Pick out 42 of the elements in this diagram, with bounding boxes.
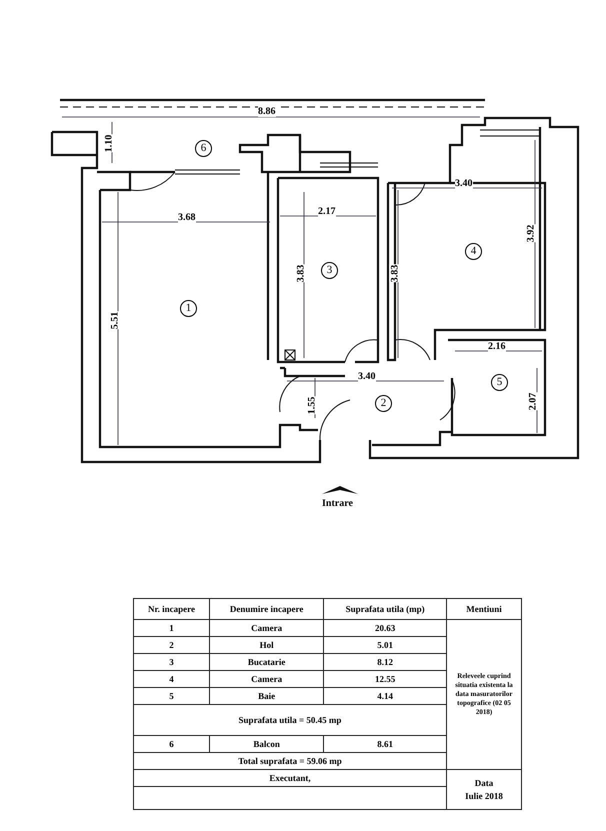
table-cell: 3: [134, 654, 210, 670]
table-cell: 20.63: [324, 620, 446, 636]
column-header: Denumire incapere: [209, 598, 324, 620]
dimension-text: 3.92: [525, 224, 536, 242]
entrance-label: Intrare: [322, 498, 353, 509]
dimension-text: 2.16: [488, 341, 506, 352]
dimension-text: 2.17: [318, 206, 336, 217]
table-cell: 2: [134, 636, 210, 654]
total-cell: Total suprafata = 59.06 mp: [134, 752, 446, 770]
dimension-text: 3.40: [358, 371, 376, 382]
table-cell: Bucatarie: [209, 654, 324, 670]
column-header: Nr. incapere: [134, 598, 210, 620]
table-cell: Balcon: [209, 736, 324, 752]
dimension-text: 5.51: [109, 312, 120, 330]
column-header: Mentiuni: [446, 598, 522, 620]
dimension-text: 3.40: [455, 178, 472, 189]
table-cell: 1: [134, 620, 210, 636]
subtotal-cell: Suprafata utila = 50.45 mp: [134, 704, 446, 736]
room-number: 1: [180, 300, 197, 317]
room-number: 4: [465, 243, 482, 260]
dimension-text: 3.83: [295, 264, 306, 282]
room-number: 2: [375, 395, 392, 412]
table-cell: Executant,: [134, 770, 446, 786]
table-cell: Camera: [209, 620, 324, 636]
table-cell: 6: [134, 736, 210, 752]
room-number: 3: [321, 262, 338, 279]
room-number: 6: [195, 140, 212, 157]
column-header: Suprafata utila (mp): [324, 598, 446, 620]
dimension-text: 1.10: [103, 134, 114, 152]
table-cell: 4: [134, 670, 210, 688]
dimension-text: 3.83: [389, 264, 400, 282]
table-cell: 5: [134, 688, 210, 704]
table-cell: Baie: [209, 688, 324, 704]
dimension-text: 2.07: [527, 392, 538, 410]
table-text: Iulie 2018: [464, 791, 504, 801]
dimension-text: 3.68: [178, 212, 196, 223]
dimension-text: 8.86: [258, 106, 276, 117]
table-cell: Hol: [209, 636, 324, 654]
room-number: 5: [491, 374, 508, 391]
table-text: Data: [474, 778, 494, 788]
table-cell: Camera: [209, 670, 324, 688]
dimension-text: 1.55: [306, 396, 318, 414]
